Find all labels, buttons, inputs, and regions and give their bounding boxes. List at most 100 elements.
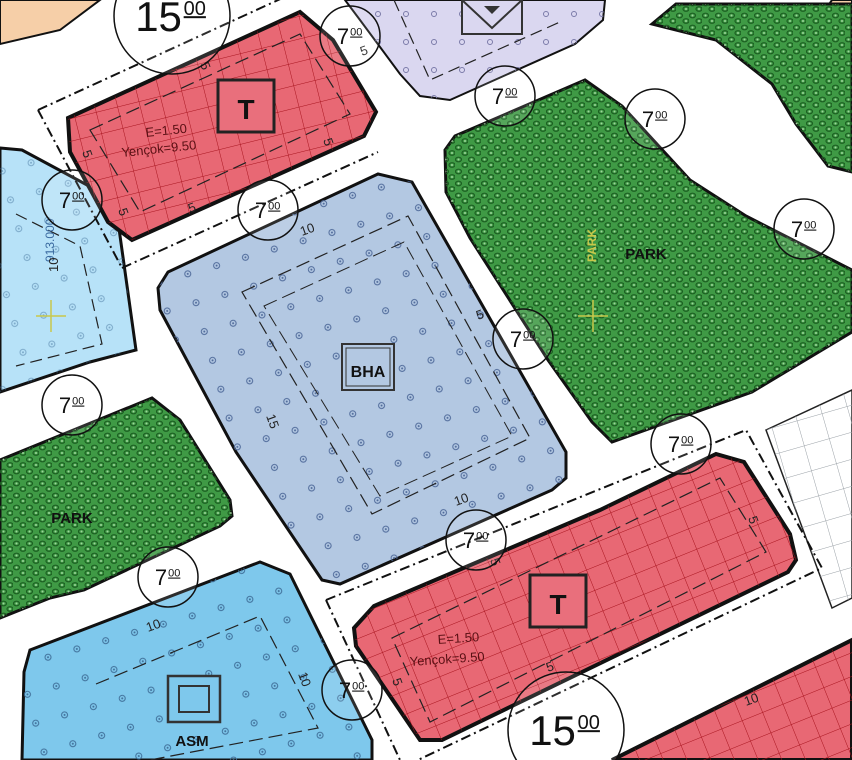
setback-15: 15 — [263, 412, 282, 431]
road-width-value: 7 — [59, 188, 71, 213]
commercial-symbol-top-letter: T — [237, 94, 254, 125]
road-width-decimal: 00 — [476, 531, 488, 543]
road-width-value: 7 — [255, 198, 267, 223]
vertical-park-label: PARK — [585, 229, 599, 262]
road-width-decimal: 00 — [655, 110, 667, 122]
parcel-asm-texture — [22, 562, 372, 760]
road-width-decimal: 00 — [505, 87, 517, 99]
parcel-park-small-texture — [0, 398, 232, 618]
setback-5-a: 5 — [197, 60, 214, 72]
road-width-value: 7 — [492, 84, 504, 109]
road-width-decimal: 00 — [523, 330, 535, 342]
setback-line-education — [15, 213, 103, 367]
road-width-decimal: 00 — [268, 201, 280, 213]
road-width-decimal: 00 — [352, 681, 364, 693]
setback-10-c: 10 — [144, 616, 163, 635]
public-symbol — [461, 0, 523, 35]
setback-5-b: 5 — [320, 136, 337, 148]
setback-10-b: 10 — [452, 490, 471, 509]
e-ratio-label-bottom: E=1.50 — [437, 629, 480, 647]
road-width-circle — [41, 169, 103, 231]
parcel-commercial-corner-hatch — [612, 640, 852, 760]
road-width-decimal: 00 — [72, 191, 84, 203]
setback-10-d: 10 — [295, 670, 314, 689]
road-width-value: 7 — [155, 565, 167, 590]
road-width-value: 7 — [59, 393, 71, 418]
road-width-circle — [624, 88, 686, 150]
boundary-line-bottom — [325, 428, 824, 760]
road-width-value: 7 — [463, 528, 475, 553]
park-label-small: PARK — [51, 510, 93, 527]
parcel-park-large-texture — [445, 80, 852, 442]
bha-symbol-label: BHA — [351, 364, 386, 381]
road-width-value: 7 — [642, 107, 654, 132]
road-width-circle — [474, 65, 536, 127]
road-width-value: 7 — [339, 678, 351, 703]
road-width-decimal: 00 — [184, 0, 206, 20]
park-label-large: PARK — [625, 246, 667, 263]
road-width-circle — [492, 308, 554, 370]
setback-line-commercial-top — [89, 33, 351, 213]
setback-5-c: 5 — [186, 199, 198, 216]
setback-5-e: 5 — [115, 206, 132, 218]
parcel-public-top-texture — [345, 0, 605, 100]
setback-line-bha — [241, 215, 531, 515]
road-width-decimal: 00 — [168, 568, 180, 580]
road-width-decimal: 00 — [681, 435, 693, 447]
bha-symbol: BHA — [341, 343, 395, 391]
setback-5-d: 5 — [79, 148, 96, 160]
setback-line-bha-inner — [263, 241, 513, 497]
road-width-circle — [237, 179, 299, 241]
road-width-decimal: 00 — [72, 396, 84, 408]
road-width-value: 7 — [510, 327, 522, 352]
road-width-circle — [137, 546, 199, 608]
road-width-circle — [773, 198, 835, 260]
road-width-decimal: 00 — [350, 27, 362, 39]
road-width-circle — [445, 509, 507, 571]
road-width-decimal: 00 — [578, 712, 600, 734]
road-width-decimal: 00 — [804, 220, 816, 232]
road-width-circle — [41, 374, 103, 436]
road-width-circle — [507, 671, 625, 760]
setback-10-e: 10 — [46, 258, 61, 272]
road-width-value: 7 — [791, 217, 803, 242]
vertical-elevation-label: 913.000 — [43, 218, 57, 262]
road-width-value: 7 — [668, 432, 680, 457]
boundary-line-top — [37, 0, 379, 269]
setback-line-commercial-bottom — [391, 477, 767, 723]
setback-10-a: 10 — [298, 220, 317, 239]
setback-line-public — [393, 0, 561, 81]
setback-5-j: 5 — [745, 514, 762, 526]
commercial-symbol-bottom: T — [528, 573, 588, 629]
road-width-value: 15 — [529, 707, 576, 754]
setback-line-asm — [95, 615, 319, 760]
height-label-bottom: Yençok=9.50 — [409, 649, 485, 669]
parcel-residential-top-left — [0, 0, 102, 46]
e-ratio-label-top: E=1.50 — [145, 121, 188, 140]
parcel-park-strip-texture — [652, 4, 852, 172]
road-width-circle — [113, 0, 231, 75]
asm-symbol: ASM — [166, 674, 222, 750]
survey-marker-left — [36, 300, 66, 332]
setback-5-i: 5 — [544, 658, 556, 675]
commercial-symbol-bottom-letter: T — [549, 589, 566, 620]
setback-5-g: 5 — [474, 306, 486, 323]
asm-label: ASM — [175, 733, 208, 750]
